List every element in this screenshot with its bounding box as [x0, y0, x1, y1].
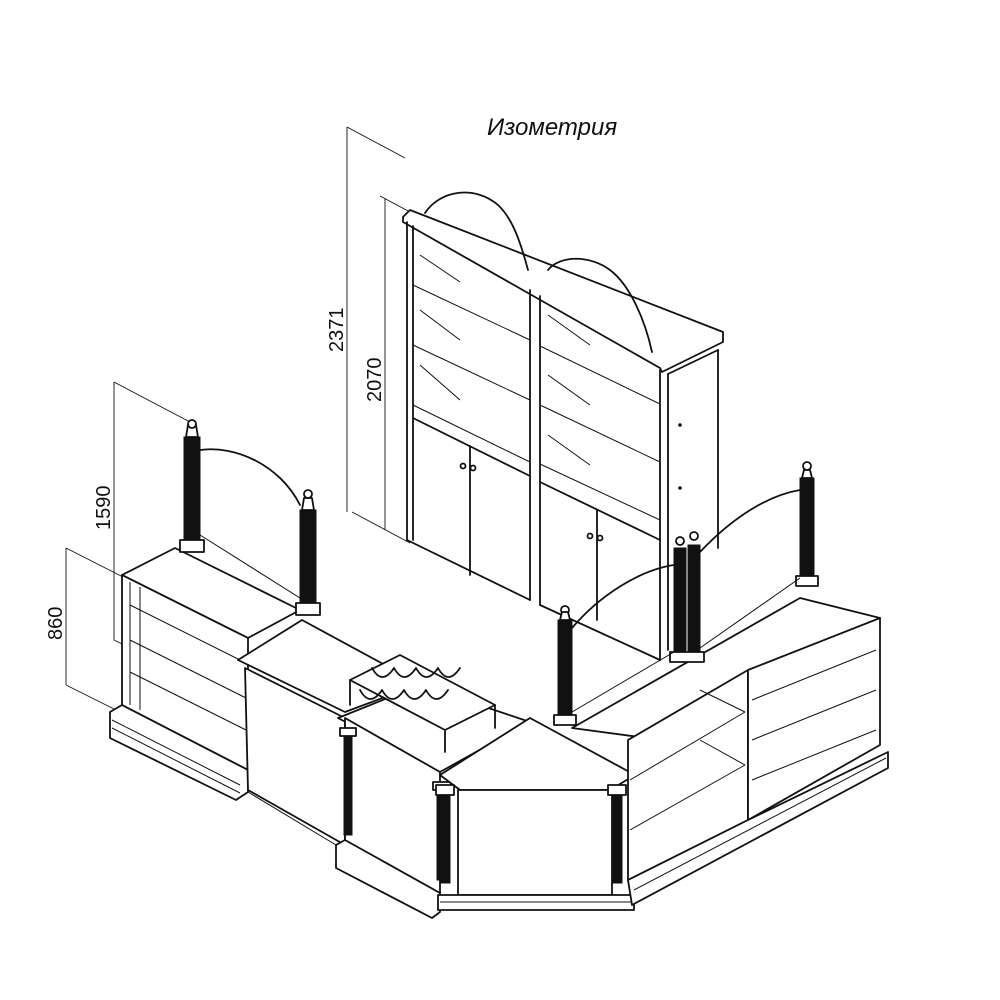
dimension-2371: 2371 [326, 308, 348, 353]
floor-outline [247, 791, 337, 846]
left-showcase [109, 419, 321, 801]
dimension-2070: 2070 [364, 358, 386, 403]
dimension-860: 860 [45, 607, 67, 640]
dimension-lines [65, 126, 411, 712]
back-cabinet [402, 191, 724, 661]
dimension-1590: 1590 [93, 486, 115, 531]
right-showcase [553, 461, 889, 906]
corner-counter [435, 717, 636, 911]
page-title: Изометрия [487, 114, 618, 141]
cash-counter [237, 619, 531, 919]
